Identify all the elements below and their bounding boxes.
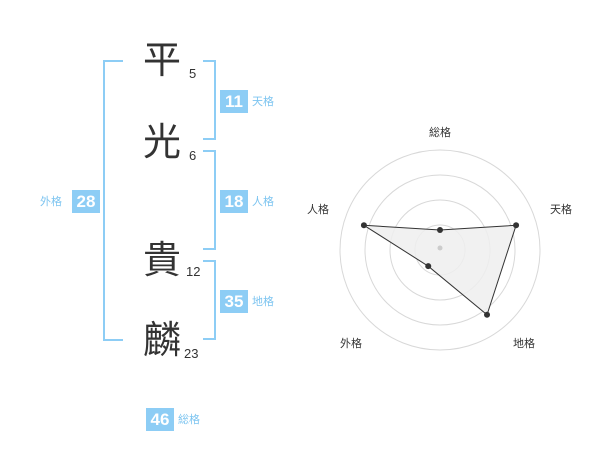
radar-point-4 bbox=[425, 263, 432, 270]
tenkaku-badge: 11 bbox=[220, 90, 248, 113]
stroke-count-3: 12 bbox=[186, 264, 201, 279]
name-char-2: 光 bbox=[142, 120, 181, 164]
radar-label-soukaku: 総格 bbox=[429, 126, 451, 139]
chikaku-badge: 35 bbox=[220, 290, 248, 313]
radar-grid-ring bbox=[339, 149, 541, 351]
radar-points bbox=[360, 222, 520, 318]
radar-label-tenkaku: 天格 bbox=[550, 203, 572, 216]
radar-label-jinkaku: 人格 bbox=[307, 203, 329, 216]
stroke-count-4: 23 bbox=[184, 346, 199, 361]
name-char-4: 麟 bbox=[142, 318, 181, 362]
radar-label-chikaku: 地格 bbox=[513, 337, 535, 350]
radar-polygon bbox=[363, 224, 517, 316]
radar-point-5 bbox=[360, 222, 367, 229]
radar-chart bbox=[339, 149, 541, 351]
radar-label-gaikaku: 外格 bbox=[340, 337, 362, 350]
stroke-count-1: 5 bbox=[189, 66, 197, 81]
radar-point-1 bbox=[437, 227, 443, 233]
radar-point-2 bbox=[513, 222, 520, 229]
soukaku-badge: 46 bbox=[146, 408, 174, 431]
gaikaku-badge: 28 bbox=[72, 190, 100, 213]
tenkaku-bracket bbox=[203, 60, 216, 140]
jinkaku-label: 人格 bbox=[252, 195, 274, 208]
gaikaku-label: 外格 bbox=[40, 195, 62, 208]
name-char-3: 貴 bbox=[142, 238, 181, 282]
soukaku-label: 総格 bbox=[178, 413, 200, 426]
jinkaku-badge: 18 bbox=[220, 190, 248, 213]
jinkaku-bracket bbox=[203, 150, 216, 250]
radar-center-dot bbox=[437, 245, 443, 251]
radar-point-3 bbox=[484, 311, 491, 318]
tenkaku-label: 天格 bbox=[252, 95, 274, 108]
radar-grid-ring bbox=[364, 174, 516, 326]
name-char-1: 平 bbox=[142, 38, 181, 82]
chikaku-label: 地格 bbox=[252, 295, 274, 308]
chikaku-bracket bbox=[203, 260, 216, 340]
stroke-count-2: 6 bbox=[189, 148, 197, 163]
gaikaku-bracket bbox=[103, 60, 123, 341]
